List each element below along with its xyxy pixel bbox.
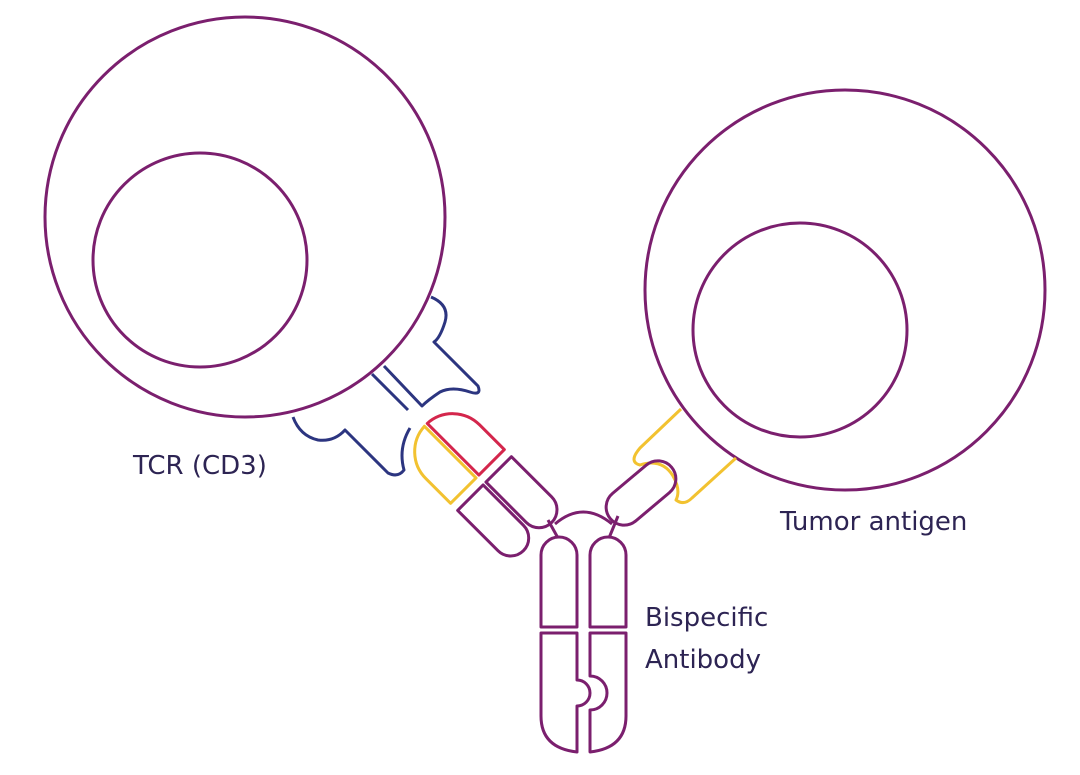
tumor-cell-membrane: [643, 88, 1047, 492]
hinge-arc: [554, 510, 613, 526]
hinge-right: [607, 515, 620, 539]
heavy-variable-domain: [425, 412, 506, 477]
antibody-label-line2: Antibody: [645, 645, 761, 675]
hinge-left: [546, 519, 560, 539]
tumor-antigen-receptor: [632, 407, 738, 505]
light-constant-domain: [456, 483, 531, 558]
t-cell-membrane: [43, 15, 447, 419]
antibody-label-line1: Bispecific: [645, 603, 769, 633]
t-cell: [43, 15, 447, 419]
light-variable-domain: [413, 424, 478, 505]
anti-cd3-fab: [413, 412, 559, 558]
tumor-cell: [643, 88, 1047, 492]
fc-left-lower: [539, 631, 592, 754]
tcr-lower-chain: [291, 416, 412, 477]
tcr-receptor: [291, 295, 481, 477]
fc-left-upper: [539, 535, 579, 629]
tumor-antigen-label: Tumor antigen: [780, 507, 968, 537]
fc-right-upper: [588, 535, 628, 629]
tcr-label: TCR (CD3): [133, 451, 267, 481]
heavy-constant-domain: [484, 455, 559, 530]
hinge: [546, 510, 620, 539]
fab-domain: [604, 459, 678, 527]
tumor-cell-nucleus: [691, 221, 909, 439]
tcr-upper-chain: [382, 295, 481, 408]
anti-tumor-fab: [604, 459, 678, 527]
tcr-connector: [370, 372, 410, 412]
fc-region: [539, 535, 628, 754]
t-cell-nucleus: [91, 151, 309, 369]
fc-right-lower: [588, 631, 628, 754]
